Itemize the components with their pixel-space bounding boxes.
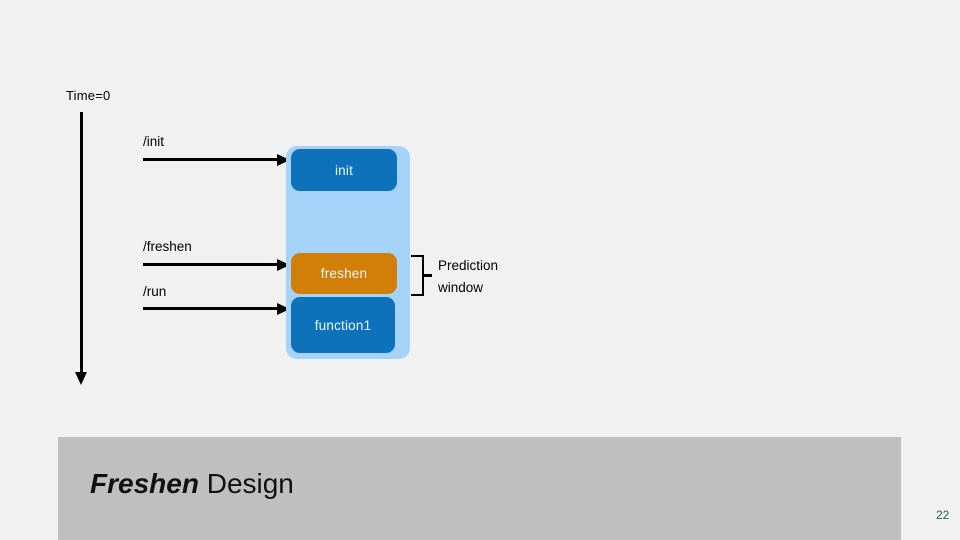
activation-box-freshen: freshen — [291, 253, 397, 294]
timeline-label: Time=0 — [66, 88, 111, 103]
slide-title-emphasis: Freshen — [90, 468, 199, 499]
prediction-window-line2: window — [438, 280, 484, 295]
message-label-run: /run — [143, 284, 167, 299]
prediction-window-bracket-stem — [422, 274, 432, 277]
timeline-axis — [80, 112, 83, 374]
footer-band — [58, 437, 901, 540]
message-line-init — [143, 158, 280, 161]
message-label-init: /init — [143, 134, 165, 149]
prediction-window-label: Prediction window — [438, 255, 498, 299]
slide-title: Freshen Design — [90, 468, 294, 500]
prediction-window-line1: Prediction — [438, 258, 499, 273]
message-line-freshen — [143, 263, 280, 266]
activation-box-function1: function1 — [291, 297, 395, 353]
timeline-arrowhead-icon — [75, 372, 87, 385]
activation-box-init: init — [291, 149, 397, 191]
slide-title-rest: Design — [198, 468, 294, 499]
page-number: 22 — [936, 508, 950, 522]
message-line-run — [143, 307, 280, 310]
message-label-freshen: /freshen — [143, 239, 192, 254]
